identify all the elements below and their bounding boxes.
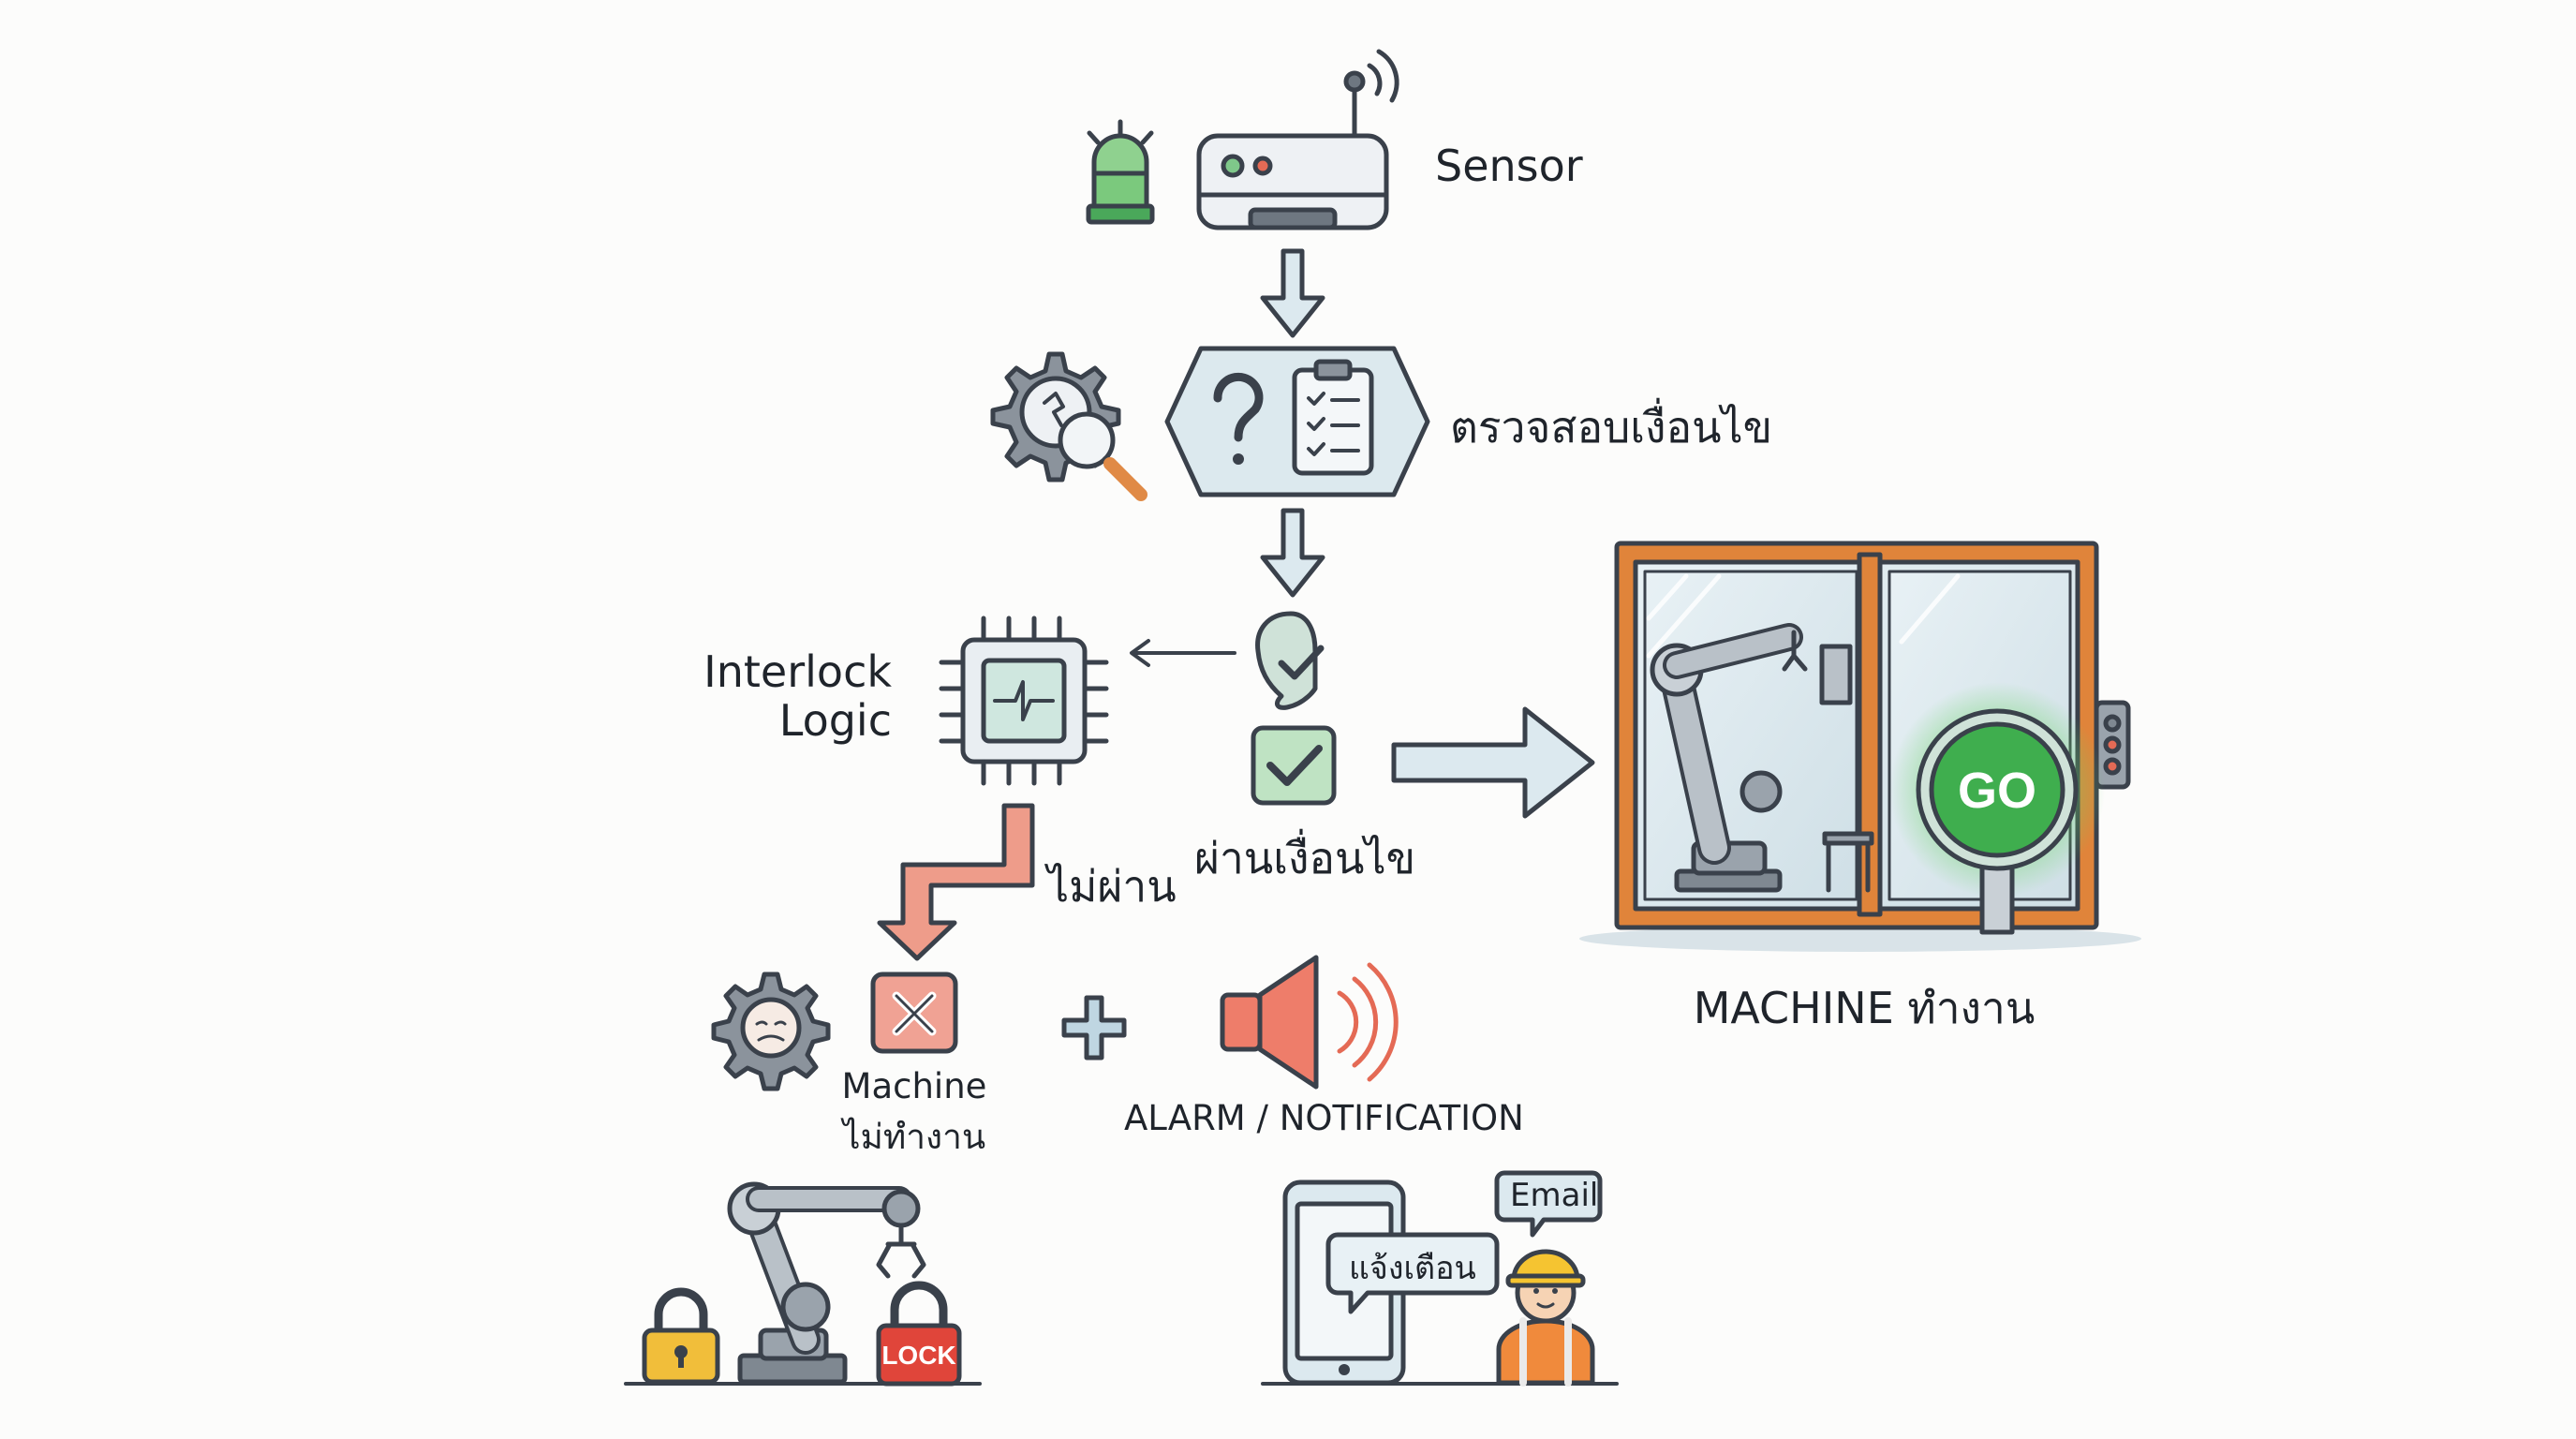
speaker-icon [1220, 955, 1399, 1090]
question-mark-icon [1213, 372, 1264, 465]
gear-magnifier-icon [990, 351, 1147, 501]
machine-off-label-line1: Machine [841, 1066, 987, 1106]
arrow-check-to-pass [1260, 508, 1325, 598]
arrow-pass-to-machine [1391, 706, 1595, 819]
machine-off-label-line2: ไม่ทำงาน [842, 1117, 986, 1157]
lockout-scene [624, 1181, 982, 1387]
notification-scene [1261, 1170, 1619, 1387]
check-condition-label: ตรวจสอบเงื่อนไข [1450, 402, 1773, 452]
machine-on-label: MACHINE ทำงาน [1693, 983, 2036, 1033]
alarm-notification-label: ALARM / NOTIFICATION [1124, 1098, 1524, 1138]
lock-label: LOCK [881, 1341, 955, 1370]
worker-icon [1496, 1249, 1595, 1387]
plus-icon [1061, 995, 1127, 1061]
microchip-icon [939, 616, 1109, 786]
interlock-label-line1: Interlock [703, 646, 892, 697]
padlock-icon [642, 1287, 720, 1385]
robot-arm-inside [1650, 623, 1853, 893]
gear-face-icon [711, 972, 831, 1091]
shield-check-icon [1255, 611, 1325, 710]
email-bubble [1494, 1170, 1603, 1238]
robot-arm-icon [727, 1181, 926, 1385]
phone-alert-text: แจ้งเตือน [1349, 1250, 1476, 1287]
checklist-icon [1292, 359, 1374, 476]
go-label: GO [1958, 763, 2036, 819]
arrow-pass-to-interlock [1130, 639, 1236, 667]
checkbox-icon [1251, 725, 1337, 806]
red-lock-icon [876, 1281, 962, 1387]
fail-branch-label: ไม่ผ่าน [1047, 861, 1177, 912]
arrow-sensor-to-check [1260, 248, 1325, 338]
sensor-label: Sensor [1435, 141, 1583, 191]
pass-condition-label: ผ่านเงื่อนไข [1194, 833, 1416, 883]
condition-check-panel [1164, 346, 1430, 497]
x-box-icon [870, 972, 958, 1054]
email-text: Email [1510, 1177, 1599, 1214]
interlock-label-line2: Logic [778, 695, 892, 746]
go-sign-icon [1889, 682, 2105, 935]
arrow-fail-branch [877, 803, 1035, 961]
green-beacon-icon [1086, 119, 1155, 225]
wireless-sensor-icon [1196, 49, 1399, 230]
phone-alert-bubble [1325, 1232, 1500, 1314]
